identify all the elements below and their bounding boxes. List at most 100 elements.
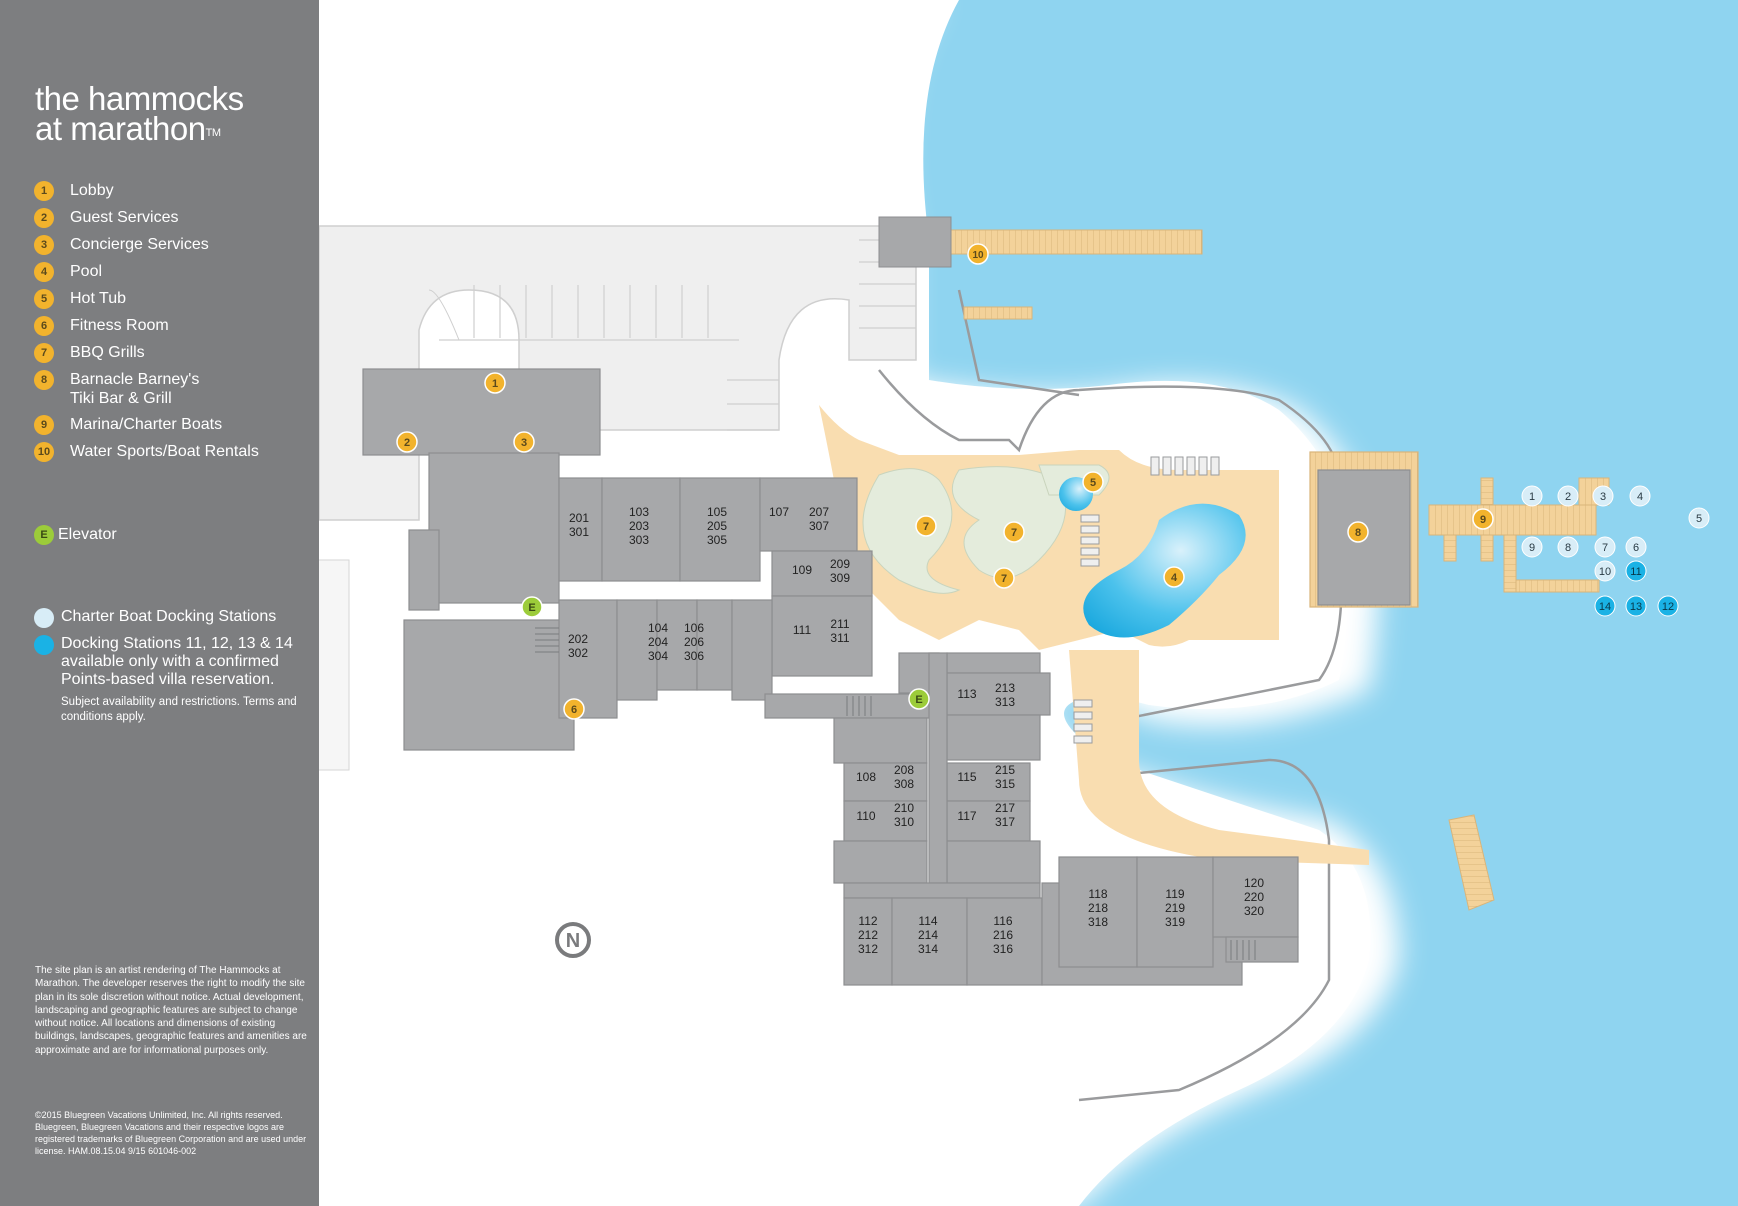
unit-103 — [601, 477, 681, 582]
legend-item-tiki-bar: 8 Barnacle Barney's Tiki Bar & Grill — [34, 370, 314, 415]
amenity-marker[interactable]: 7 — [1003, 521, 1025, 543]
unit-number: 110 — [856, 809, 875, 823]
unit-number: 109 — [792, 563, 812, 577]
amenity-marker[interactable]: 8 — [1347, 521, 1369, 543]
north-wing — [428, 452, 560, 604]
legend-label: Elevator — [58, 526, 117, 543]
trademark: TM — [205, 127, 221, 139]
restricted-dock-station[interactable]: 12 — [1657, 595, 1679, 617]
amenity-marker[interactable]: 10 — [967, 243, 989, 265]
marina-finger-2 — [1443, 534, 1457, 562]
legend-label: Barnacle Barney's Tiki Bar & Grill — [70, 371, 200, 407]
legend-number: 6 — [34, 316, 54, 336]
legend-label: Fitness Room — [70, 317, 169, 334]
legend-label: Marina/Charter Boats — [70, 416, 223, 433]
water-sports-building — [878, 216, 952, 268]
unit-number: 313 — [995, 695, 1015, 709]
marker-number: 7 — [1001, 573, 1007, 585]
unit-number: 314 — [918, 942, 938, 956]
docking-legend: Charter Boat Docking Stations Docking St… — [34, 608, 319, 725]
unit-number: 207 — [809, 505, 829, 519]
unit-number: 118 — [1088, 887, 1107, 901]
amenity-marker[interactable]: 5 — [1082, 471, 1104, 493]
charter-dock-station[interactable]: 7 — [1594, 536, 1616, 558]
restricted-dock-station[interactable]: 14 — [1594, 595, 1616, 617]
garden-2 — [951, 466, 1067, 579]
legend-number: 5 — [34, 289, 54, 309]
charter-dock-station[interactable]: 5 — [1688, 507, 1710, 529]
unit-110 — [843, 800, 928, 842]
unit-number: 302 — [568, 646, 588, 660]
unit-number: 211 — [830, 617, 849, 631]
charter-dock-station[interactable]: 10 — [1594, 560, 1616, 582]
unit-number: 201 — [569, 511, 589, 525]
marker-number: 7 — [923, 521, 929, 533]
north-dock-finger — [963, 306, 1033, 320]
unit-number: 209 — [830, 557, 850, 571]
dock-station-number: 9 — [1529, 542, 1535, 554]
parking-area — [319, 225, 917, 521]
marker-number: 3 — [521, 437, 527, 449]
restricted-dock-label: Docking Stations 11, 12, 13 & 14 availab… — [61, 635, 293, 688]
amenity-marker[interactable]: 3 — [513, 431, 535, 453]
parking-lot — [319, 225, 917, 771]
legend-item-fitness: 6 Fitness Room — [34, 316, 314, 343]
dock-station-number: 7 — [1602, 542, 1608, 554]
legend-number: 8 — [34, 370, 54, 390]
unit-number: 204 — [648, 635, 668, 649]
unit-number: 103 — [629, 505, 649, 519]
dock-station-number: 4 — [1637, 491, 1643, 503]
amenity-marker[interactable]: 6 — [563, 698, 585, 720]
unit-number: 214 — [918, 928, 938, 942]
legend-number: 7 — [34, 343, 54, 363]
unit-number: 303 — [629, 533, 649, 547]
unit-number: 316 — [993, 942, 1013, 956]
amenity-marker[interactable]: 2 — [396, 431, 418, 453]
unit-number: 310 — [894, 815, 914, 829]
unit-number: 307 — [809, 519, 829, 533]
charter-dock-station[interactable]: 6 — [1625, 536, 1647, 558]
unit-number: 320 — [1244, 904, 1264, 918]
marker-number: 5 — [1090, 477, 1096, 489]
marker-number: 9 — [1480, 514, 1486, 526]
unit-119 — [1136, 856, 1214, 968]
legend-label: Guest Services — [70, 209, 179, 226]
unit-108 — [843, 762, 928, 802]
dock-station-number: 12 — [1662, 601, 1674, 613]
restricted-dock-station[interactable]: 13 — [1625, 595, 1647, 617]
amenity-marker[interactable]: 7 — [993, 567, 1015, 589]
unit-111 — [771, 595, 873, 677]
dock-station-number: 1 — [1529, 491, 1535, 503]
unit-118 — [1058, 856, 1138, 968]
charter-dock-station[interactable]: 9 — [1521, 536, 1543, 558]
charter-dock-station[interactable]: 2 — [1557, 485, 1579, 507]
restricted-dock-station[interactable]: 11 — [1625, 560, 1647, 582]
legend-item-elevator: E Elevator — [34, 525, 117, 552]
charter-dock-station[interactable]: 8 — [1557, 536, 1579, 558]
marker-number: 2 — [404, 437, 410, 449]
charter-dock-station[interactable]: 1 — [1521, 485, 1543, 507]
amenity-marker[interactable]: 7 — [915, 515, 937, 537]
unit-number: 315 — [995, 777, 1015, 791]
stairs — [535, 627, 1256, 960]
unit-number: 312 — [858, 942, 878, 956]
main-pool — [1083, 503, 1246, 638]
unit-number: 108 — [856, 770, 876, 784]
unit-number: 105 — [707, 505, 727, 519]
dark-dot-icon — [34, 635, 54, 655]
seawall-south — [1078, 758, 1331, 1102]
unit-number: 219 — [1165, 901, 1185, 915]
amenity-marker[interactable]: 9 — [1472, 508, 1494, 530]
marina-lower-pier — [1508, 579, 1600, 593]
charter-dock-station[interactable]: 4 — [1629, 485, 1651, 507]
dock-station-number: 10 — [1599, 566, 1611, 578]
charter-dock-station[interactable]: 3 — [1592, 485, 1614, 507]
unit-number: 220 — [1244, 890, 1264, 904]
marker-number: 4 — [1171, 572, 1178, 584]
amenity-marker[interactable]: 4 — [1163, 566, 1185, 588]
amenity-marker[interactable]: 1 — [484, 372, 506, 394]
